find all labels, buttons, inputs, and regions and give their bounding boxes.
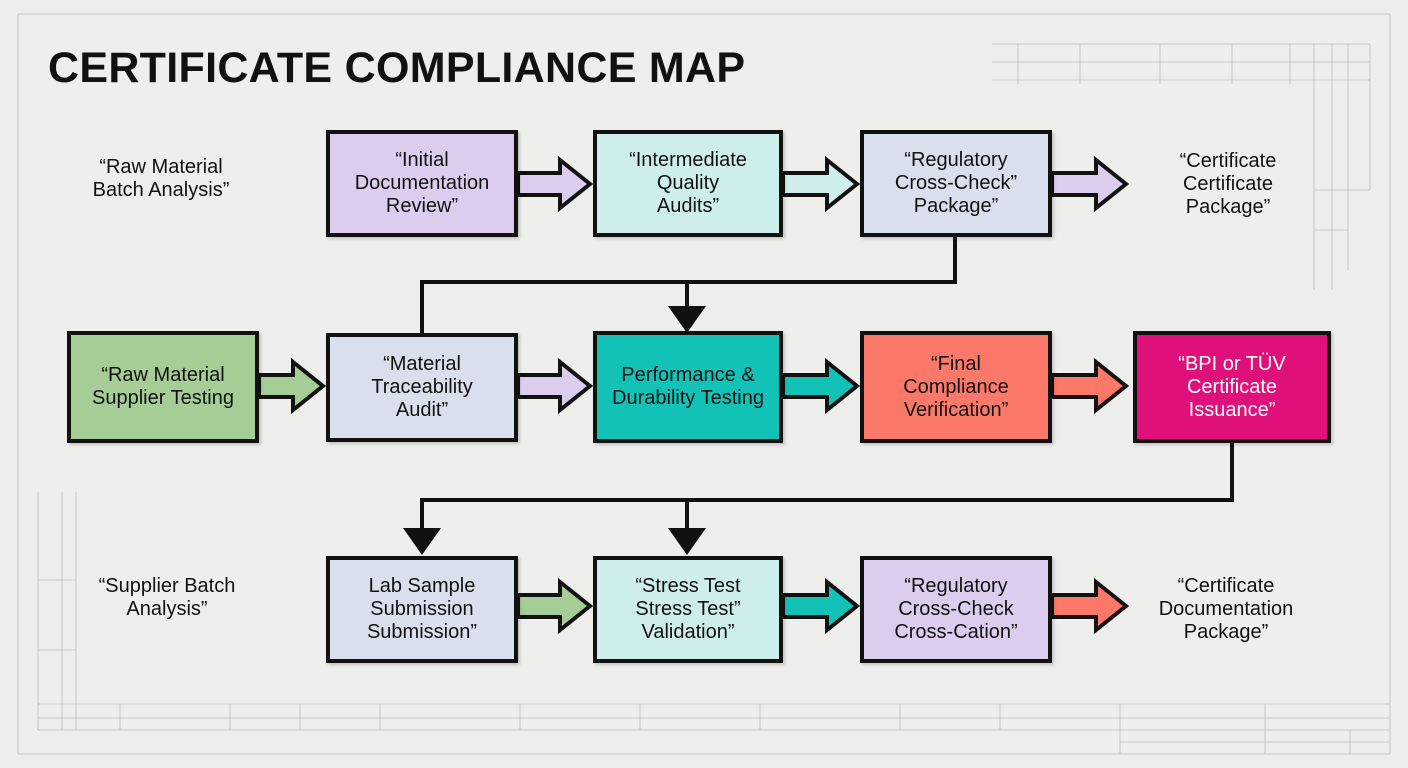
node-initial-documentation-review: “Initial Documentation Review” [326, 130, 518, 237]
arrow-row1-1 [516, 155, 594, 213]
node-regulatory-cross-check-cross-cation: “Regulatory Cross-Check Cross-Cation” [860, 556, 1052, 663]
label-raw-material-batch-analysis: “Raw Material Batch Analysis” [92, 156, 230, 201]
node-intermediate-quality-audits: “Intermediate Quality Audits” [593, 130, 783, 237]
node-performance-durability-testing: Performance & Durability Testing [593, 331, 783, 443]
arrow-row1-2 [781, 155, 861, 213]
arrow-row3-2 [781, 577, 861, 635]
node-regulatory-cross-check-package: “Regulatory Cross-Check” Package” [860, 130, 1052, 237]
arrow-row2-3 [781, 357, 861, 415]
arrowhead-down-lab-sample [403, 528, 441, 555]
node-material-traceability-audit: “Material Traceability Audit” [326, 333, 518, 442]
label-supplier-batch-analysis: “Supplier Batch Analysis” [98, 575, 236, 620]
node-lab-sample-submission: Lab Sample Submission Submission” [326, 556, 518, 663]
arrow-row2-4 [1050, 357, 1130, 415]
node-stress-test-validation: “Stress Test Stress Test” Validation” [593, 556, 783, 663]
arrow-row1-3 [1050, 155, 1130, 213]
connector-row2-to-row3 [420, 442, 1234, 530]
arrow-row2-2 [516, 357, 594, 415]
arrowhead-down-stress-test [668, 528, 706, 555]
node-final-compliance-verification: “Final Compliance Verification” [860, 331, 1052, 443]
arrow-row3-1 [516, 577, 594, 635]
label-certificate-documentation-package: “Certificate Documentation Package” [1158, 575, 1294, 643]
arrow-row2-1 [257, 357, 327, 415]
arrowhead-down-performance [668, 306, 706, 333]
arrow-row3-3 [1050, 577, 1130, 635]
label-certificate-certificate-package: “Certificate Certificate Package” [1179, 150, 1277, 218]
node-raw-material-supplier-testing: “Raw Material Supplier Testing [67, 331, 259, 443]
page-title: CERTIFICATE COMPLIANCE MAP [48, 44, 746, 92]
node-bpi-tuv-certificate-issuance: “BPI or TÜV Certificate Issuance” [1133, 331, 1331, 443]
